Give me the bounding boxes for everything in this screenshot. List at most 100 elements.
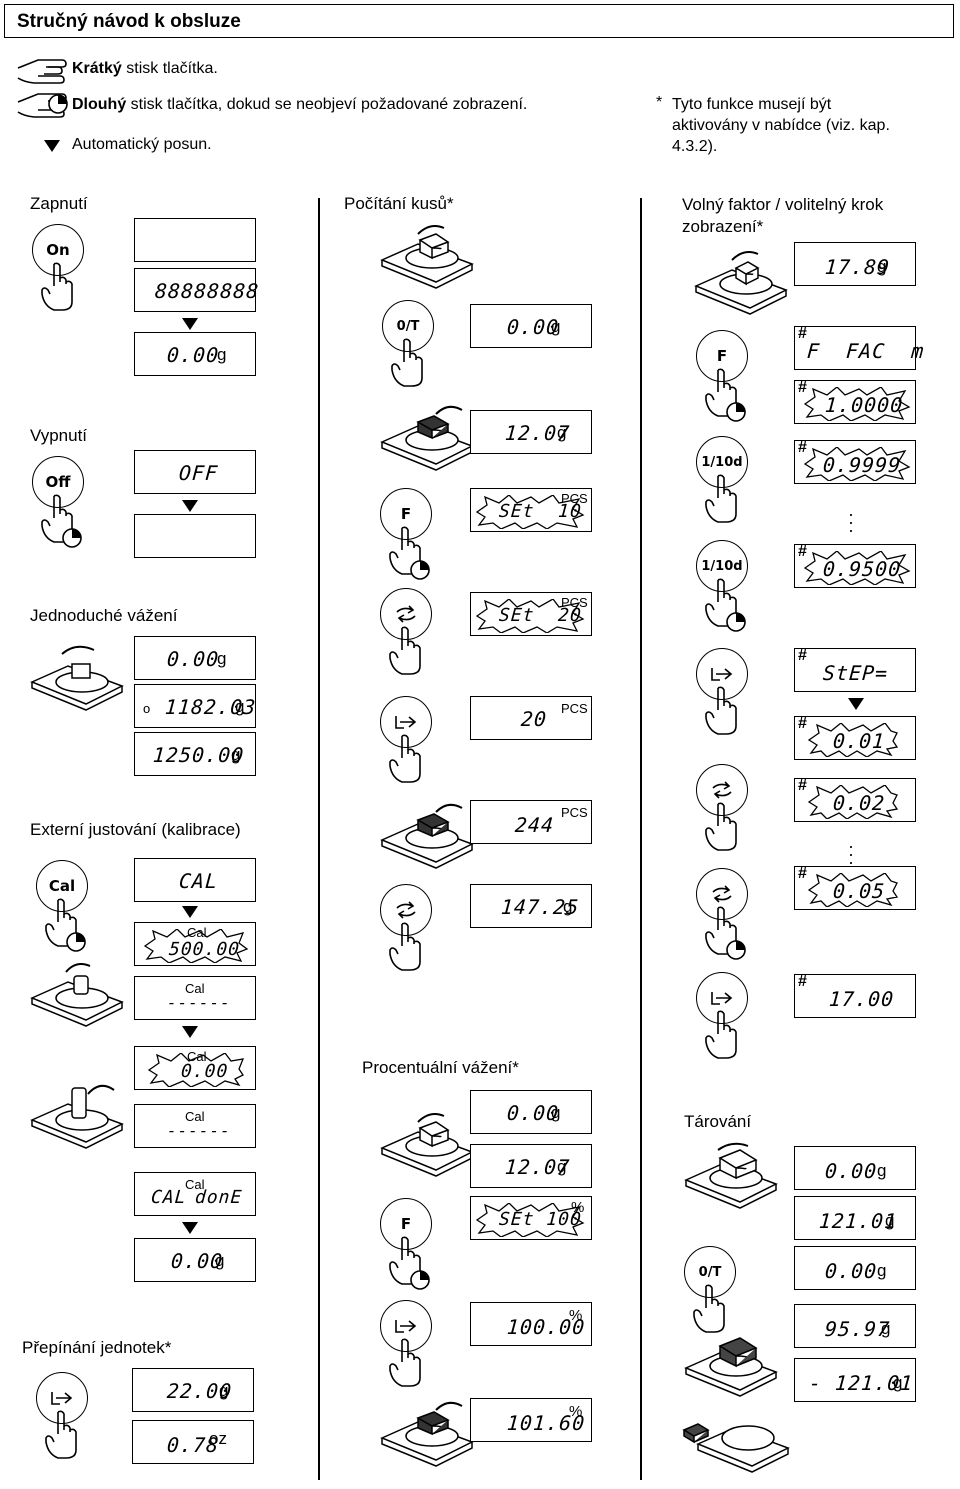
column-divider-1 bbox=[318, 198, 320, 1480]
hash-indicator: # bbox=[798, 715, 807, 732]
scale-weight-icon bbox=[30, 963, 124, 1027]
toggle-button[interactable] bbox=[696, 764, 748, 816]
hash-indicator: # bbox=[798, 543, 807, 560]
display-text: 88888888 bbox=[154, 279, 261, 303]
display-text: donE bbox=[194, 1187, 244, 1208]
display-step-2: # 0.02 bbox=[794, 777, 916, 822]
display-off: OFF bbox=[134, 450, 256, 494]
flashing-burst-icon bbox=[807, 873, 899, 907]
display-text: 0.9500 bbox=[822, 557, 903, 581]
unit-label: g bbox=[557, 423, 567, 442]
long-press-hand-icon bbox=[17, 93, 68, 118]
display-cal: CAL bbox=[134, 858, 256, 902]
display-cal-final: 0.00 g bbox=[134, 1238, 256, 1282]
cycle-arrows-icon bbox=[712, 885, 732, 903]
tenth-button[interactable]: 1/10d bbox=[696, 436, 748, 488]
tare-button[interactable]: 0/T bbox=[684, 1246, 736, 1298]
display-text: 0.00 bbox=[824, 1159, 879, 1183]
scale-load-icon bbox=[694, 251, 788, 315]
display-pcs-20: 20 PCS bbox=[470, 696, 592, 740]
press-finger-icon bbox=[391, 338, 423, 387]
tare-button[interactable]: 0/T bbox=[382, 300, 434, 352]
display-stable: 1250.00 g bbox=[134, 732, 256, 776]
display-cal-wait: Cal ------ bbox=[134, 976, 256, 1020]
tenth-button[interactable]: 1/10d bbox=[696, 540, 748, 592]
down-arrow-icon bbox=[182, 500, 198, 512]
note-line-3: 4.3.2). bbox=[672, 138, 718, 155]
on-button[interactable]: On bbox=[32, 224, 84, 276]
display-text: 20 bbox=[520, 707, 548, 731]
display-factor-3: # 0.9500 bbox=[794, 543, 916, 588]
toggle-button[interactable] bbox=[696, 868, 748, 920]
cycle-arrows-icon bbox=[396, 605, 416, 623]
display-text: F FAC m bbox=[806, 339, 926, 363]
unit-label: PCS bbox=[561, 701, 588, 716]
unit-label: g bbox=[217, 345, 227, 364]
f-button[interactable]: F bbox=[380, 488, 432, 540]
display-percent-101: 101.60 % bbox=[470, 1398, 592, 1442]
unit-label: g bbox=[235, 697, 245, 716]
toggle-button[interactable] bbox=[380, 884, 432, 936]
press-finger-icon bbox=[705, 802, 737, 851]
unit-label: g bbox=[551, 1103, 561, 1122]
flashing-burst-icon bbox=[803, 551, 911, 585]
press-finger-icon bbox=[45, 1410, 77, 1459]
note: Tyto funkce musejí být aktivovány v nabí… bbox=[672, 94, 890, 157]
cal-label: Cal bbox=[187, 1049, 207, 1064]
toggle-button[interactable] bbox=[380, 588, 432, 640]
long-press-finger-icon bbox=[389, 1236, 430, 1290]
cal-label: Cal bbox=[185, 1177, 205, 1192]
unit-label: g bbox=[885, 1211, 895, 1230]
down-arrow-icon bbox=[848, 698, 864, 710]
transfer-button[interactable] bbox=[380, 696, 432, 748]
auto-legend: Automatický posun. bbox=[72, 136, 212, 153]
scale-container-icon bbox=[380, 225, 474, 289]
transfer-arrow-icon bbox=[51, 1392, 73, 1405]
f-button[interactable]: F bbox=[380, 1198, 432, 1250]
press-finger-icon bbox=[705, 686, 737, 735]
display-step-3: # 0.05 bbox=[794, 865, 916, 910]
transfer-button[interactable] bbox=[380, 1300, 432, 1352]
unit-label: g bbox=[557, 1157, 567, 1176]
title-box: Stručný návod k obsluze bbox=[4, 4, 954, 38]
f-button[interactable]: F bbox=[696, 330, 748, 382]
cal-button[interactable]: Cal bbox=[36, 860, 88, 912]
flashing-burst-icon bbox=[807, 785, 899, 819]
display-factor-2: # 0.9999 bbox=[794, 439, 916, 484]
display-weight: 17.89 g bbox=[794, 242, 916, 286]
display-factor-1: # 1.0000 bbox=[794, 379, 916, 424]
hash-indicator: # bbox=[798, 647, 807, 664]
cycle-arrows-icon bbox=[396, 901, 416, 919]
flashing-burst-icon bbox=[807, 723, 899, 757]
press-finger-icon bbox=[41, 262, 73, 311]
transfer-arrow-icon bbox=[711, 668, 733, 681]
down-arrow-icon bbox=[182, 906, 198, 918]
hash-indicator: # bbox=[798, 325, 807, 342]
transfer-button[interactable] bbox=[696, 648, 748, 700]
press-finger-icon bbox=[693, 1284, 725, 1333]
scale-removed-container-icon bbox=[682, 1423, 790, 1473]
long-press-finger-icon bbox=[705, 906, 746, 960]
section-calibration: Externí justování (kalibrace) bbox=[30, 820, 241, 839]
scale-reference-icon bbox=[380, 405, 474, 471]
transfer-button[interactable] bbox=[696, 972, 748, 1024]
display-zero: 0.00 g bbox=[470, 1090, 592, 1134]
stability-indicator: o bbox=[143, 701, 151, 716]
unit-label: % bbox=[571, 1199, 585, 1216]
long-press-finger-icon bbox=[389, 526, 430, 580]
note-line-1: Tyto funkce musejí být bbox=[672, 96, 832, 113]
long-press-finger-icon bbox=[705, 368, 746, 422]
display-tared-zero: 0.00 g bbox=[794, 1246, 916, 1290]
hash-indicator: # bbox=[798, 379, 807, 396]
cal-label: Cal bbox=[187, 925, 207, 940]
unit-label: oz bbox=[209, 1429, 227, 1448]
display-text: 0.01 bbox=[832, 729, 887, 753]
display-factor-menu: # F FAC m bbox=[794, 325, 925, 370]
section-power-on: Zapnutí bbox=[30, 194, 88, 213]
section-percent-weighing: Procentuální vážení* bbox=[362, 1058, 519, 1077]
unit-label: g bbox=[877, 1161, 887, 1180]
unit-switch-button[interactable] bbox=[36, 1372, 88, 1424]
section-simple-weighing: Jednoduché vážení bbox=[30, 606, 178, 625]
section-free-factor: Volný faktor / volitelný krok zobrazení* bbox=[682, 194, 883, 238]
off-button[interactable]: Off bbox=[32, 456, 84, 508]
